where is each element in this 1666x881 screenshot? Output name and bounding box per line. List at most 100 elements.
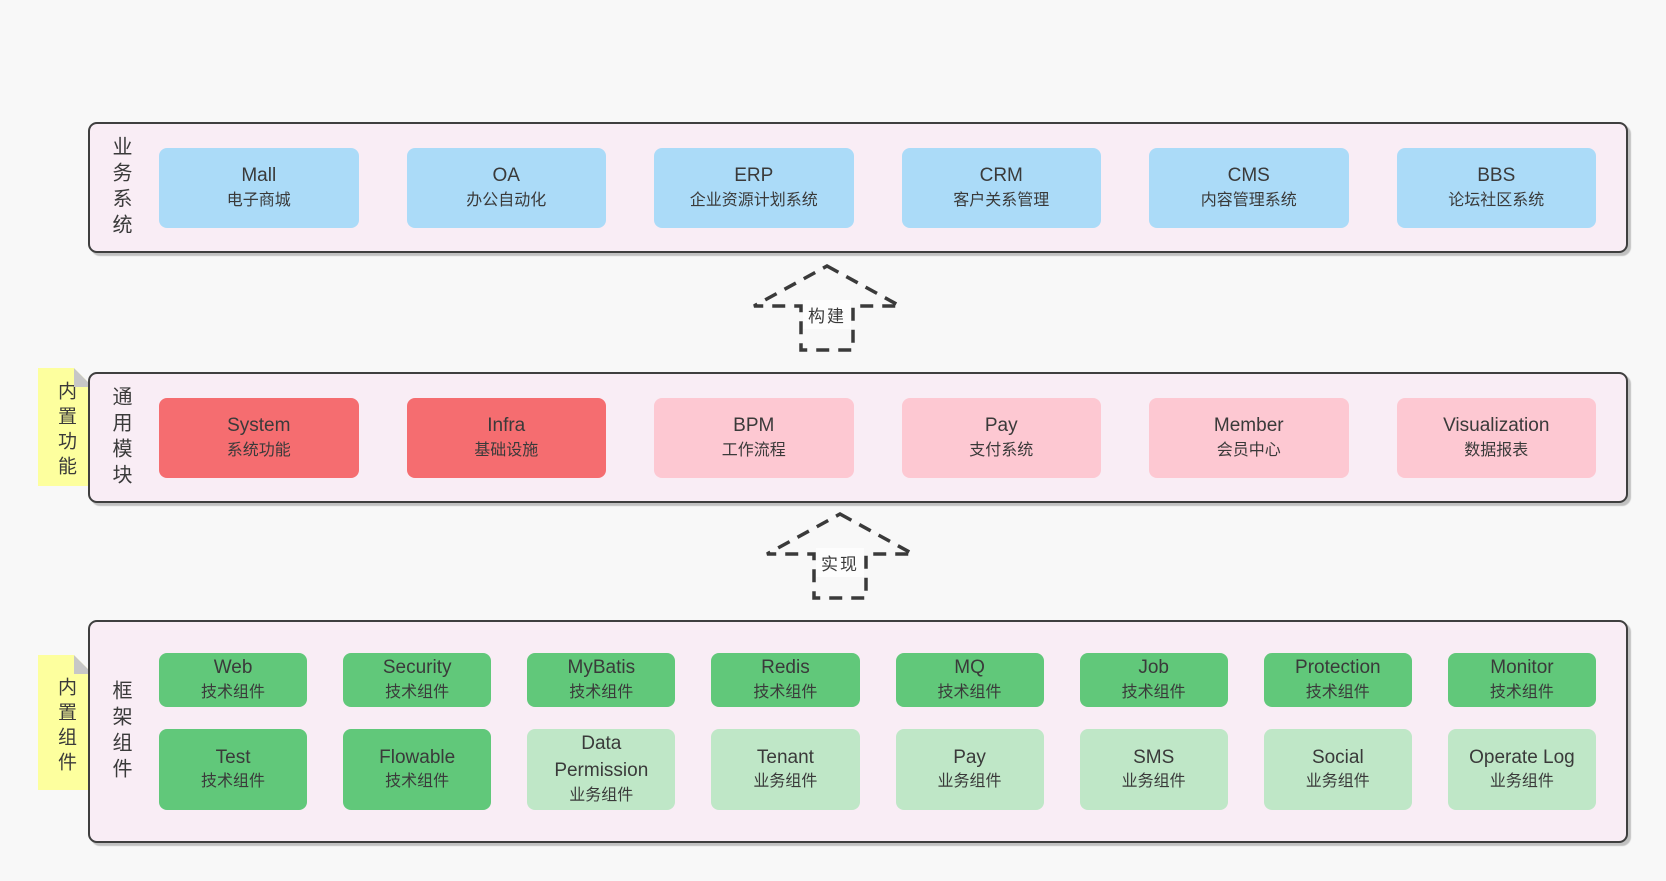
box-subtitle: 客户关系管理 (953, 191, 1050, 209)
box-title: Member (1213, 414, 1284, 436)
build-arrow-label: 构建 (803, 300, 851, 329)
box-subtitle: 技术组件 (1121, 684, 1186, 702)
box-data-permission: Data Permission 业务组件 (527, 729, 676, 810)
box-sms: SMS 业务组件 (1079, 729, 1228, 810)
box-pay-module: Pay 支付系统 (901, 397, 1101, 478)
box-title: SMS (1133, 746, 1175, 768)
box-title: ERP (734, 164, 774, 186)
box-crm: CRM 客户关系管理 (901, 147, 1101, 228)
box-subtitle: 基础设施 (474, 441, 539, 459)
panel-label-business: 业务系统 (109, 135, 131, 240)
implement-arrow-label: 实现 (816, 548, 864, 577)
box-title: Job (1138, 657, 1169, 679)
sticky-label: 内置功能 (55, 381, 76, 481)
box-redis: Redis 技术组件 (711, 653, 860, 708)
box-infra: Infra 基础设施 (406, 397, 606, 478)
panel-label-components: 框架组件 (109, 679, 131, 784)
box-subtitle: 业务组件 (1305, 773, 1370, 791)
sticky-note-builtin-features: 内置功能 (38, 368, 93, 486)
box-title: Protection (1295, 657, 1381, 679)
box-title: MyBatis (567, 657, 636, 679)
box-bpm: BPM 工作流程 (654, 397, 854, 478)
box-title: CMS (1227, 164, 1270, 186)
box-subtitle: 业务组件 (569, 786, 634, 804)
box-subtitle: 业务组件 (1489, 773, 1554, 791)
box-subtitle: 技术组件 (569, 684, 634, 702)
box-subtitle: 技术组件 (753, 684, 818, 702)
box-subtitle: 支付系统 (969, 441, 1034, 459)
box-subtitle: 技术组件 (201, 773, 266, 791)
box-title: Pay (953, 746, 986, 768)
box-title: Flowable (379, 746, 456, 768)
components-rows: Web 技术组件 Security 技术组件 MyBatis 技术组件 Redi… (159, 653, 1596, 810)
box-title: Tenant (756, 746, 814, 768)
box-mall: Mall 电子商城 (159, 147, 359, 228)
box-subtitle: 办公自动化 (466, 191, 547, 209)
sticky-label: 内置组件 (55, 676, 76, 777)
box-operate-log: Operate Log 业务组件 (1447, 729, 1596, 810)
common-modules-panel: 通用模块 System 系统功能 Infra 基础设施 BPM 工作流程 Pay… (88, 372, 1628, 503)
box-subtitle: 内容管理系统 (1200, 191, 1297, 209)
box-mq: MQ 技术组件 (895, 653, 1044, 708)
components-row-2: Test 技术组件 Flowable 技术组件 Data Permission … (159, 729, 1596, 810)
box-subtitle: 数据报表 (1464, 441, 1529, 459)
box-monitor: Monitor 技术组件 (1447, 653, 1596, 708)
box-visualization: Visualization 数据报表 (1396, 397, 1596, 478)
box-subtitle: 电子商城 (226, 191, 291, 209)
box-title: Infra (487, 414, 526, 436)
box-subtitle: 会员中心 (1216, 441, 1281, 459)
box-title: System (227, 414, 291, 436)
box-test: Test 技术组件 (159, 729, 308, 810)
box-tenant: Tenant 业务组件 (711, 729, 860, 810)
box-bbs: BBS 论坛社区系统 (1396, 147, 1596, 228)
panel-label-modules: 通用模块 (109, 385, 131, 490)
box-subtitle: 技术组件 (1489, 684, 1554, 702)
box-title: Data Permission (554, 733, 649, 781)
box-title: Mall (241, 164, 277, 186)
box-title: OA (492, 164, 520, 186)
components-row-1: Web 技术组件 Security 技术组件 MyBatis 技术组件 Redi… (159, 653, 1596, 708)
box-title: Visualization (1443, 414, 1550, 436)
modules-boxes-row: System 系统功能 Infra 基础设施 BPM 工作流程 Pay 支付系统… (159, 397, 1596, 478)
box-subtitle: 技术组件 (1305, 684, 1370, 702)
box-title: Web (213, 657, 253, 679)
box-subtitle: 论坛社区系统 (1448, 191, 1545, 209)
framework-components-panel: 框架组件 Web 技术组件 Security 技术组件 MyBatis 技术组件… (88, 620, 1628, 843)
box-title: Pay (984, 414, 1018, 436)
box-security: Security 技术组件 (343, 653, 492, 708)
box-subtitle: 企业资源计划系统 (689, 191, 818, 209)
box-title: Redis (761, 657, 810, 679)
box-title: Operate Log (1469, 746, 1575, 768)
box-title: BBS (1477, 164, 1516, 186)
box-subtitle: 技术组件 (937, 684, 1002, 702)
box-title: BPM (733, 414, 775, 436)
box-oa: OA 办公自动化 (406, 147, 606, 228)
box-title: Security (382, 657, 452, 679)
box-cms: CMS 内容管理系统 (1149, 147, 1349, 228)
box-flowable: Flowable 技术组件 (343, 729, 492, 810)
box-subtitle: 工作流程 (721, 441, 786, 459)
business-boxes-row: Mall 电子商城 OA 办公自动化 ERP 企业资源计划系统 CRM 客户关系… (159, 147, 1596, 228)
box-title: MQ (954, 657, 985, 679)
implement-arrow: 实现 (760, 510, 920, 602)
box-subtitle: 系统功能 (226, 441, 291, 459)
build-arrow: 构建 (747, 262, 907, 354)
box-system: System 系统功能 (159, 397, 359, 478)
box-mybatis: MyBatis 技术组件 (527, 653, 676, 708)
box-erp: ERP 企业资源计划系统 (654, 147, 854, 228)
box-subtitle: 技术组件 (201, 684, 266, 702)
sticky-note-builtin-components: 内置组件 (38, 655, 93, 790)
box-title: Social (1311, 746, 1364, 768)
box-subtitle: 技术组件 (385, 773, 450, 791)
box-title: Monitor (1490, 657, 1554, 679)
box-subtitle: 技术组件 (385, 684, 450, 702)
box-title: Test (215, 746, 251, 768)
box-subtitle: 业务组件 (753, 773, 818, 791)
box-job: Job 技术组件 (1079, 653, 1228, 708)
box-member: Member 会员中心 (1149, 397, 1349, 478)
business-systems-panel: 业务系统 Mall 电子商城 OA 办公自动化 ERP 企业资源计划系统 CRM… (88, 122, 1628, 253)
box-social: Social 业务组件 (1263, 729, 1412, 810)
box-title: CRM (979, 164, 1023, 186)
box-pay-component: Pay 业务组件 (895, 729, 1044, 810)
box-protection: Protection 技术组件 (1263, 653, 1412, 708)
